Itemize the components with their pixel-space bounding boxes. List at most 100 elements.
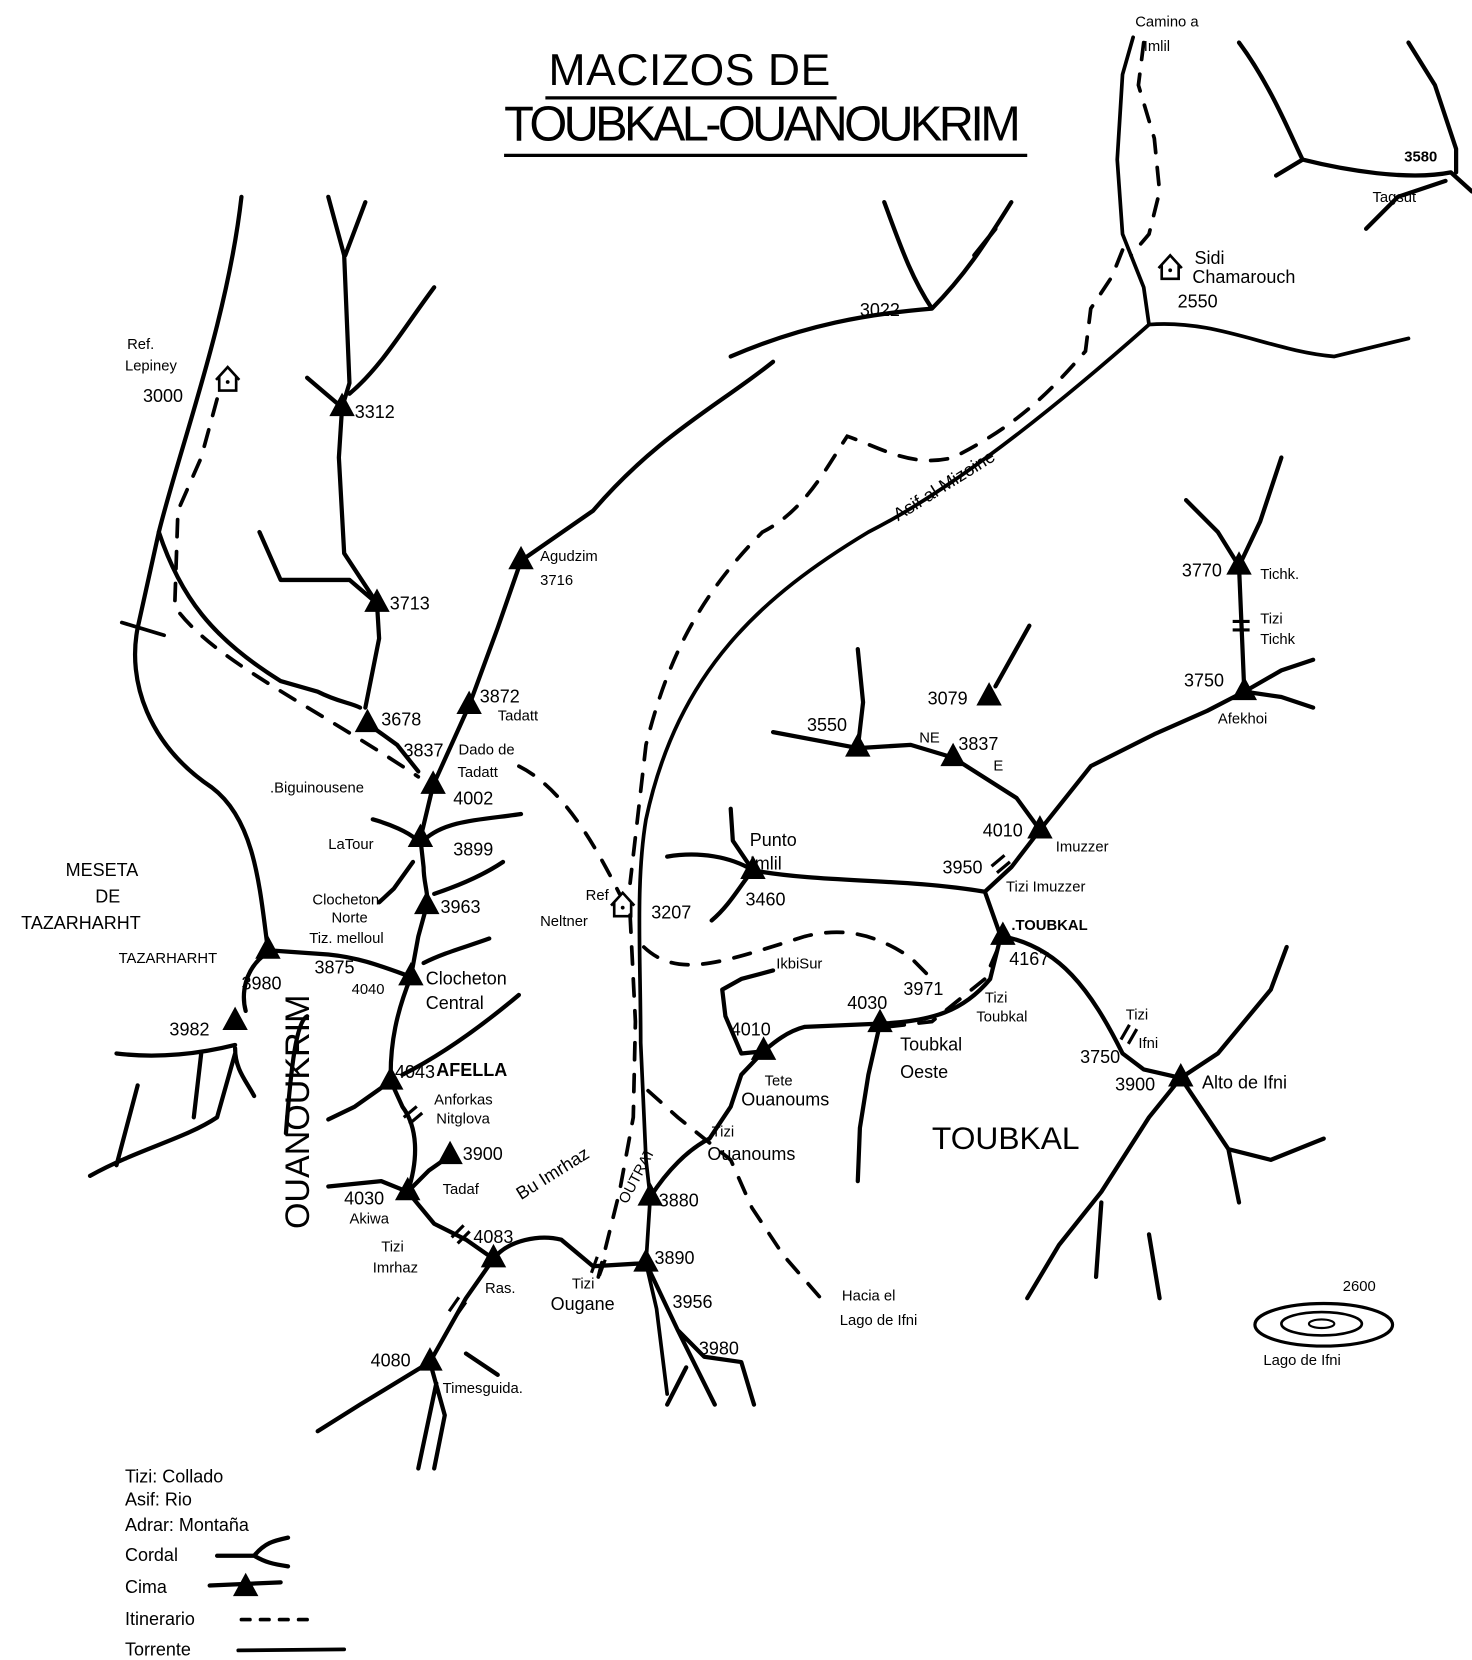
peak-label: Ouanoums — [741, 1090, 829, 1110]
itineraries — [172, 40, 1162, 1301]
peak-label: 4010 — [983, 820, 1023, 840]
peak-label: Nitglova — [436, 1112, 490, 1128]
refuge-neltner-icon — [609, 891, 636, 918]
peak-label: 3963 — [441, 897, 481, 917]
peak-label: Afekhoi — [1218, 712, 1267, 728]
label-camino: Camino a — [1135, 15, 1199, 31]
peak-label: 4030 — [847, 993, 887, 1013]
river-imrhaz: Bu Imrhaz — [513, 1143, 593, 1204]
pass-label: Tizi — [1260, 612, 1283, 628]
peak-label: 3872 — [480, 686, 520, 706]
peak-label: Anforkas — [434, 1093, 492, 1109]
pass-label: Tiz. melloul — [309, 931, 383, 947]
peak-label: Alto de Ifni — [1202, 1073, 1287, 1093]
peak-labels: 3580 3022 3312 Agudzim 3716 3713 3770 Ti… — [119, 150, 1438, 1397]
peak-label: 3899 — [453, 840, 493, 860]
label-neltner: Neltner — [540, 914, 588, 930]
peak-label: Norte — [331, 911, 367, 927]
peak-label: Ras. — [485, 1281, 515, 1297]
peak-label: 3875 — [315, 958, 355, 978]
peak-label: Timesguida. — [443, 1381, 523, 1397]
peak-label: Punto — [750, 830, 797, 850]
peak-label: 4167 — [1009, 949, 1049, 969]
peak-label: 3580 — [1404, 150, 1437, 166]
peak-label: Tete — [765, 1073, 793, 1089]
label-lepiney-alt: 3000 — [143, 386, 183, 406]
peak-label: .TOUBKAL — [1011, 918, 1087, 934]
peak-label: NE — [919, 731, 940, 747]
region-meseta: MESETA — [66, 860, 139, 880]
peak-label: 3971 — [903, 979, 943, 999]
pass-label: Toubkal — [976, 1010, 1027, 1026]
legend-asif: Asif: Rio — [125, 1490, 192, 1510]
refuge-lepiney-icon — [214, 365, 241, 392]
peak-label: 3980 — [699, 1339, 739, 1359]
peak-label: 3900 — [463, 1144, 503, 1164]
region-tazarharht: TAZARHARHT — [21, 913, 141, 933]
peak-label: Tadaf — [443, 1182, 480, 1198]
title-line-1: MACIZOS DE — [549, 46, 833, 95]
peak-label: 3837 — [958, 734, 998, 754]
peak-label: 3956 — [672, 1292, 712, 1312]
peak-label: 3716 — [540, 573, 573, 589]
lago-de-ifni — [1253, 1301, 1395, 1348]
peak-label: Oeste — [900, 1062, 948, 1082]
pass-label: Tizi — [985, 990, 1008, 1006]
peak-label: 3678 — [381, 710, 421, 730]
peak-label: 3550 — [807, 715, 847, 735]
legend-itinerario: Itinerario — [125, 1609, 195, 1629]
peak-label: 3982 — [169, 1019, 209, 1039]
legend-tizi: Tizi: Collado — [125, 1466, 223, 1486]
peak-label: Agudzim — [540, 549, 598, 565]
label-hacia: Hacia el — [842, 1288, 896, 1304]
label-hacia-lago: Lago de Ifni — [840, 1313, 917, 1329]
peak-icon — [329, 392, 355, 417]
peak-icon — [750, 1036, 777, 1060]
label-lago-alt: 2600 — [1343, 1279, 1376, 1295]
peak-label: 4002 — [453, 788, 493, 808]
peak-label: 3837 — [403, 741, 443, 761]
pass-icon — [1119, 1023, 1139, 1046]
pass-label: Ougane — [551, 1294, 615, 1314]
pass-label: Imrhaz — [373, 1261, 418, 1277]
peak-label: E — [993, 758, 1003, 774]
peak-label: 4043 — [395, 1062, 435, 1082]
ridges-and-torrents — [87, 35, 1472, 1471]
peak-label: 4083 — [473, 1227, 513, 1247]
peak-label: AFELLA — [436, 1060, 507, 1080]
peak-label: 3890 — [654, 1248, 694, 1268]
label-lepiney-ref: Ref. — [127, 337, 154, 353]
peak-label: 3460 — [746, 890, 786, 910]
peak-label: Tadatt — [457, 765, 498, 781]
peak-label: .Biguinousene — [270, 781, 364, 797]
legend-torrente-symbol — [236, 1647, 347, 1653]
peak-label: 3022 — [860, 300, 900, 320]
pass-label: 3750 — [1080, 1047, 1120, 1067]
legend-adrar: Adrar: Montaña — [125, 1515, 250, 1535]
peak-label: Tichk. — [1260, 567, 1299, 583]
label-chamarouch: Chamarouch — [1192, 267, 1295, 287]
peak-label: TAZARHARHT — [119, 951, 218, 967]
peak-label: 4030 — [344, 1189, 384, 1209]
region-meseta-de: DE — [95, 886, 120, 906]
peak-label: 3770 — [1182, 561, 1222, 581]
peak-label: 3713 — [390, 594, 430, 614]
peak-label: Toubkal — [900, 1034, 962, 1054]
peak-label: 3900 — [1115, 1075, 1155, 1095]
peak-icon — [417, 1347, 443, 1371]
peak-label: 3750 — [1184, 670, 1224, 690]
label-neltner-alt: 3207 — [651, 902, 691, 922]
pass-label: Tizi — [712, 1124, 735, 1140]
pass-label: Ifni — [1138, 1036, 1158, 1052]
peak-label: 4010 — [731, 1019, 771, 1039]
peak-icon — [255, 935, 281, 959]
pass-label: Tizi — [381, 1239, 404, 1255]
peak-label: Clocheton — [312, 892, 379, 908]
label-tagsut: Tagsut — [1372, 190, 1417, 206]
peak-icon — [456, 690, 482, 715]
legend: Tizi: Collado Asif: Rio Adrar: Montaña C… — [125, 1466, 347, 1660]
peak-icon — [480, 1243, 507, 1268]
peak-icon — [354, 708, 381, 733]
peak-label: Tadatt — [498, 708, 539, 724]
